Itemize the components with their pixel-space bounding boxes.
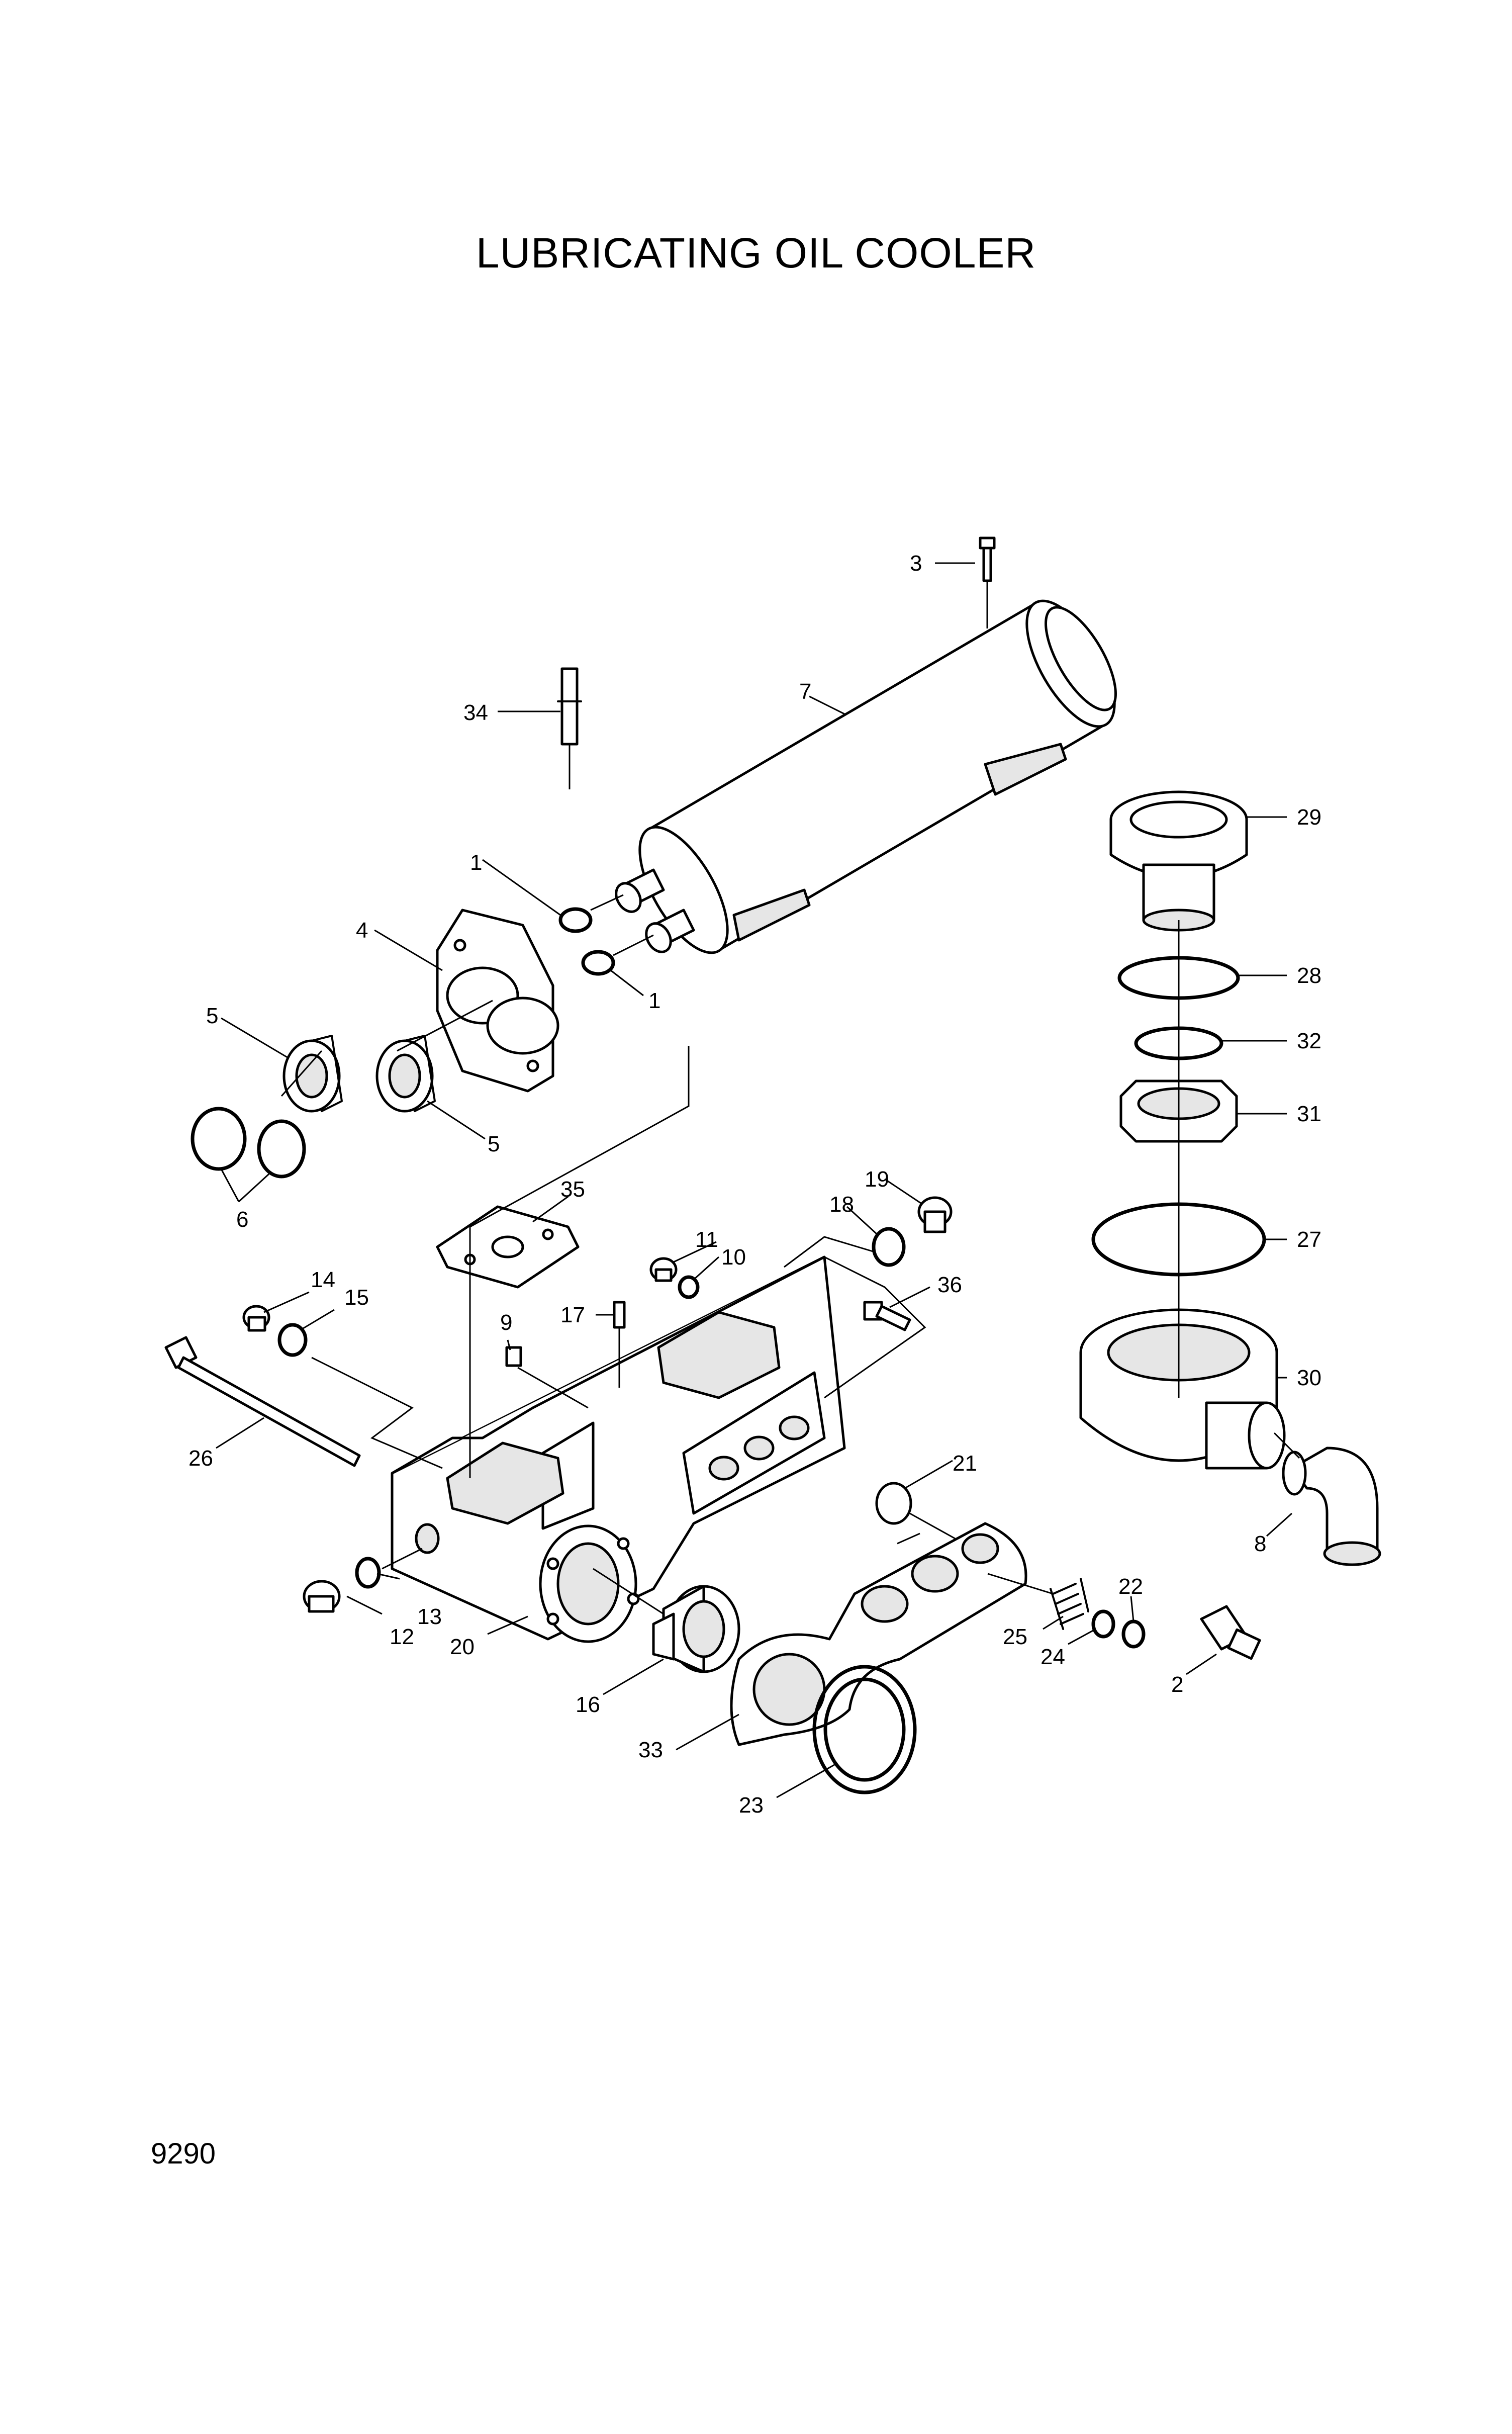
callout-1-upper: 1 <box>470 850 482 875</box>
callout-9: 9 <box>500 1310 512 1335</box>
part-8-elbow <box>1282 1447 1381 1566</box>
part-23-snap-ring <box>812 1665 917 1794</box>
callout-15: 15 <box>344 1285 369 1310</box>
part-24-washer <box>1091 1609 1115 1639</box>
callout-21: 21 <box>953 1451 977 1476</box>
part-19-plug <box>917 1196 953 1233</box>
assembly-guide-lines <box>280 894 1300 1615</box>
callout-25: 25 <box>1003 1625 1027 1649</box>
part-33-gasket <box>730 1522 1027 1746</box>
callout-22: 22 <box>1118 1574 1143 1599</box>
callout-labels: 3 7 34 1 1 4 5 5 6 29 28 32 31 27 30 8 3… <box>188 551 1321 1818</box>
part-35-cover-plate <box>436 1205 580 1289</box>
part-17-nipple <box>613 1301 626 1388</box>
diagram-title: LUBRICATING OIL COOLER <box>476 229 1036 277</box>
part-7-cooler-body <box>615 599 1117 954</box>
callout-34: 34 <box>463 700 488 725</box>
part-14-plug <box>242 1305 270 1332</box>
leader-lines <box>216 562 1293 1798</box>
callout-14: 14 <box>311 1268 335 1292</box>
callout-12: 12 <box>390 1625 414 1649</box>
part-10-washer <box>678 1275 700 1299</box>
callout-2: 2 <box>1171 1672 1183 1697</box>
callout-7: 7 <box>799 679 811 704</box>
callout-5-left: 5 <box>206 1004 218 1028</box>
callout-18: 18 <box>829 1192 854 1217</box>
part-1-o-ring-lower <box>581 950 615 976</box>
callout-19: 19 <box>865 1167 889 1192</box>
part-6-o-ring-right <box>257 1119 306 1179</box>
callout-35: 35 <box>560 1177 585 1202</box>
part-29-filter-head <box>1109 790 1248 932</box>
part-36-bolt <box>863 1301 911 1331</box>
part-13-washer <box>355 1557 381 1589</box>
part-34-stud <box>557 667 582 789</box>
callout-5-right: 5 <box>488 1132 500 1156</box>
part-9-plug <box>505 1346 522 1367</box>
callout-27: 27 <box>1297 1227 1321 1252</box>
part-11-plug <box>649 1257 678 1282</box>
part-4-flange <box>436 909 559 1093</box>
callout-33: 33 <box>638 1738 663 1762</box>
part-3-bolt <box>979 536 996 628</box>
callout-20: 20 <box>450 1635 475 1659</box>
part-22-washer <box>1121 1619 1146 1649</box>
part-26-long-bolt <box>164 1336 361 1467</box>
part-2-plug <box>1200 1605 1261 1660</box>
callout-1-lower: 1 <box>648 988 660 1013</box>
callout-4: 4 <box>356 918 368 943</box>
part-5-sleeve-left <box>282 1035 343 1113</box>
callout-36: 36 <box>937 1273 962 1297</box>
part-15-washer <box>277 1323 308 1357</box>
callout-30: 30 <box>1297 1366 1321 1390</box>
part-30-housing <box>1079 1308 1286 1470</box>
callout-32: 32 <box>1297 1029 1321 1053</box>
callout-6: 6 <box>236 1207 248 1232</box>
callout-31: 31 <box>1297 1102 1321 1126</box>
part-12-plug <box>303 1580 341 1613</box>
part-6-o-ring-left <box>191 1107 247 1171</box>
callout-10: 10 <box>721 1245 746 1270</box>
callout-24: 24 <box>1041 1645 1065 1669</box>
part-1-o-ring-upper <box>558 907 593 933</box>
callout-11: 11 <box>695 1227 718 1252</box>
part-20-filter-housing <box>391 1255 846 1643</box>
callout-26: 26 <box>188 1446 213 1471</box>
callout-3: 3 <box>910 551 922 576</box>
callout-8: 8 <box>1254 1531 1266 1556</box>
callout-13: 13 <box>417 1604 442 1629</box>
callout-29: 29 <box>1297 805 1321 830</box>
page-number: 9290 <box>151 2137 216 2170</box>
callout-23: 23 <box>739 1793 764 1818</box>
callout-16: 16 <box>576 1692 600 1717</box>
part-25-spring <box>1050 1578 1089 1630</box>
part-21-plug <box>875 1482 912 1525</box>
callout-28: 28 <box>1297 963 1321 988</box>
callout-17: 17 <box>560 1303 585 1327</box>
part-5-sleeve-right <box>375 1035 436 1113</box>
part-18-washer <box>872 1227 906 1267</box>
part-16-valve <box>652 1585 740 1673</box>
